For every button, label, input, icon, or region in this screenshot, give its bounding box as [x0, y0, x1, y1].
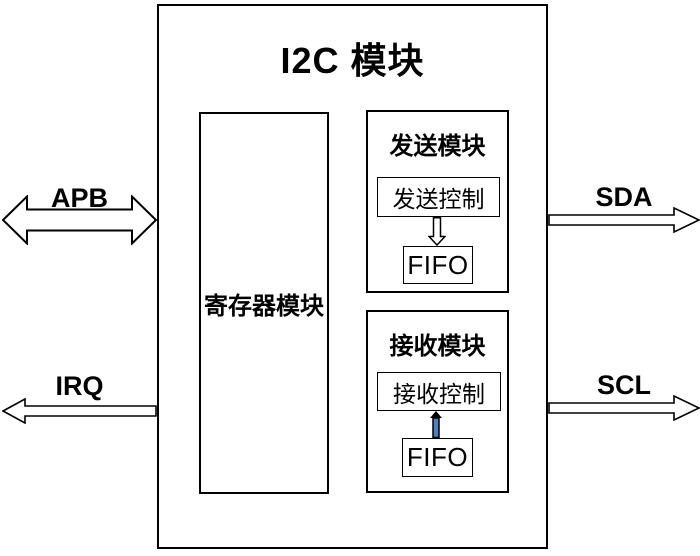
receive-fifo-box: FIFO: [402, 438, 473, 477]
scl-right-arrow-icon: [548, 395, 700, 421]
send-control-box: 发送控制: [377, 177, 500, 217]
send-module-label: 发送模块: [389, 133, 486, 160]
register-module-box: 寄存器模块: [199, 112, 329, 494]
send-fifo-box: FIFO: [403, 246, 473, 284]
receive-control-label: 接收控制: [393, 380, 485, 407]
apb-bidirectional-arrow-icon: [2, 195, 157, 245]
i2c-module-box: I2C 模块 寄存器模块 发送模块 发送控制 FIFO 接收模块 接收控制: [157, 4, 548, 549]
receive-module-label: 接收模块: [389, 333, 486, 360]
sda-right-arrow-icon: [548, 207, 700, 233]
send-fifo-label: FIFO: [407, 249, 469, 280]
diagram-title: I2C 模块: [280, 40, 425, 81]
register-module-label: 寄存器模块: [204, 292, 324, 320]
irq-left-arrow-icon: [2, 398, 157, 424]
receive-module-box: 接收模块 接收控制 FIFO: [366, 310, 509, 493]
irq-port-label: IRQ: [55, 371, 104, 401]
send-module-box: 发送模块 发送控制 FIFO: [366, 110, 509, 293]
scl-port-label: SCL: [597, 370, 651, 400]
sda-port-label: SDA: [595, 182, 653, 212]
receive-control-box: 接收控制: [377, 372, 501, 411]
send-control-label: 发送控制: [392, 186, 485, 212]
fifo-to-receive-control-up-arrow-icon: [430, 411, 442, 438]
apb-port-label: APB: [50, 183, 108, 213]
receive-fifo-label: FIFO: [406, 442, 469, 472]
send-control-to-fifo-down-arrow-icon: [428, 217, 446, 246]
